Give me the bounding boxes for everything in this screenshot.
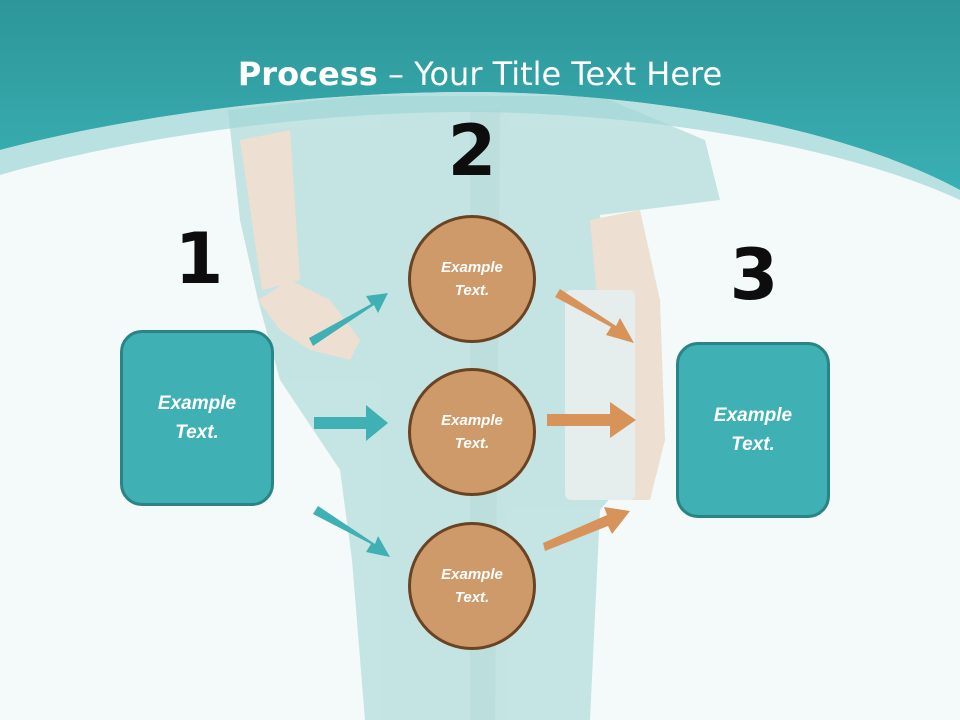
header-swoosh — [0, 92, 960, 200]
tan-arrow-up — [543, 507, 630, 551]
teal-arrow-down — [313, 506, 390, 557]
teal-arrow-right — [314, 405, 388, 441]
step-2-circle-middle: Example Text. — [408, 368, 536, 496]
tan-arrow-down — [555, 289, 634, 343]
step-3-number: 3 — [729, 234, 779, 316]
step-2-circle-bottom: Example Text. — [408, 522, 536, 650]
teal-arrow-up — [309, 293, 388, 346]
tan-arrow-right — [547, 402, 636, 438]
step-1-box: Example Text. — [120, 330, 274, 506]
step-3-box: Example Text. — [676, 342, 830, 518]
header-band — [0, 0, 960, 190]
step-1-number: 1 — [174, 218, 224, 300]
title-rest: – Your Title Text Here — [377, 55, 723, 93]
title-bold: Process — [237, 55, 378, 93]
step-2-number: 2 — [447, 110, 497, 192]
slide-title: Process – Your Title Text Here — [0, 52, 960, 96]
step-2-circle-top: Example Text. — [408, 215, 536, 343]
